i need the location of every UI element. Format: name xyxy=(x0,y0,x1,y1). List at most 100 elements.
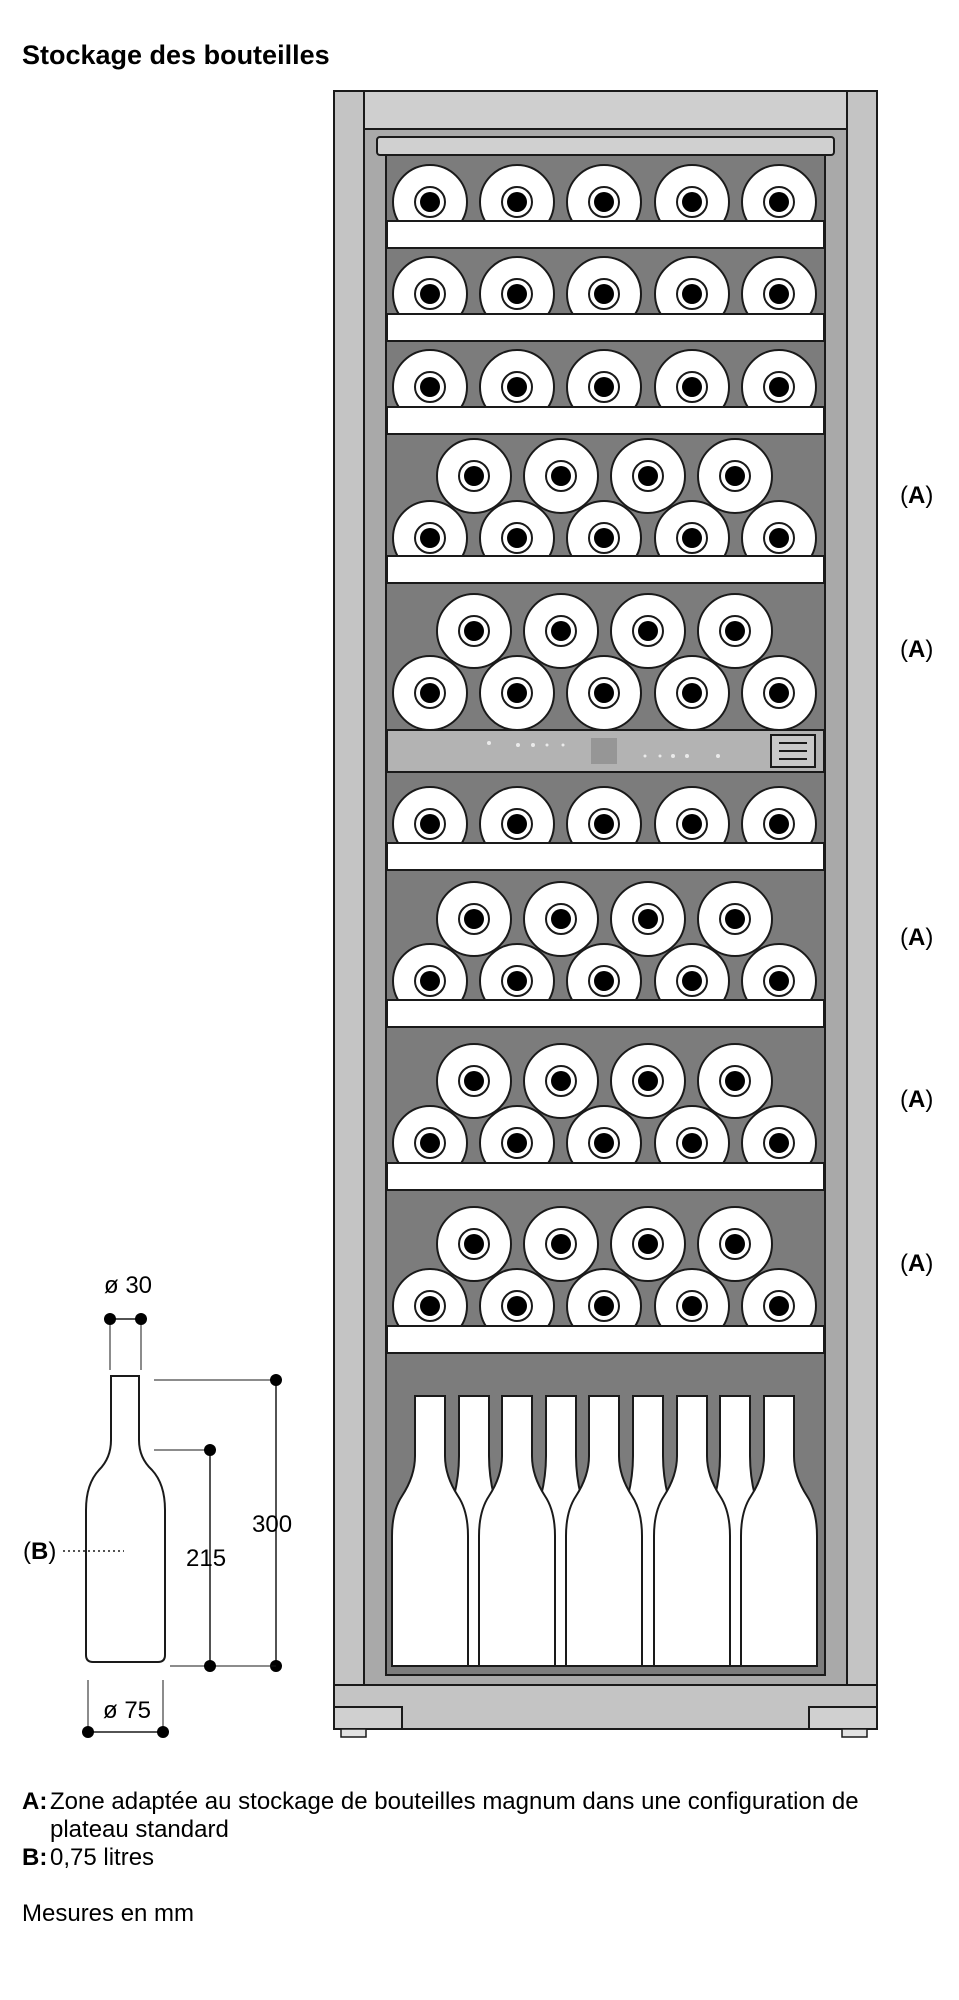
bottle-end xyxy=(479,1268,555,1344)
legend-item: A: Zone adaptée au stockage de bouteille… xyxy=(22,1788,942,1844)
bottle-end xyxy=(741,1268,817,1344)
bottle-end xyxy=(479,256,555,332)
panel-indicator-dot xyxy=(545,743,549,747)
shelf xyxy=(386,313,825,342)
bottle-end xyxy=(697,1043,773,1119)
bottle-end xyxy=(654,349,730,425)
zone-label-key: A xyxy=(908,924,926,951)
bottle-dimension-drawing: ø 30 300 215 ø 75 (B) xyxy=(23,1272,292,1738)
bottle-end xyxy=(654,1105,730,1181)
bottle-end xyxy=(523,881,599,957)
legend-key: A: xyxy=(22,1788,48,1815)
cabinet-bottom-right-block xyxy=(808,1706,878,1730)
shelves-layer xyxy=(386,220,825,1354)
panel-indicator-dot xyxy=(671,754,675,758)
zone-label-key: A xyxy=(908,482,926,509)
cabinet-bottom-base xyxy=(333,1684,878,1730)
unit-note: Mesures en mm xyxy=(22,1900,195,1927)
zone-label-a: (A) xyxy=(900,924,934,951)
bottle-end xyxy=(436,438,512,514)
legend-text: Zone adaptée au stockage de bouteilles m… xyxy=(50,1788,859,1843)
standing-bottle xyxy=(740,1395,818,1667)
dimension-dot xyxy=(104,1313,116,1325)
shelf xyxy=(386,555,825,584)
zone-label-key: A xyxy=(908,636,926,663)
panel-indicator-dot xyxy=(561,743,565,747)
shelf xyxy=(386,406,825,435)
panel-indicator-dot xyxy=(658,754,662,758)
cabinet-bottom-left-block xyxy=(333,1706,403,1730)
bottle-end xyxy=(392,1105,468,1181)
legend: A: Zone adaptée au stockage de bouteille… xyxy=(22,1788,942,1872)
dimension-dot xyxy=(204,1444,216,1456)
panel-indicator-dot xyxy=(716,754,720,758)
zone-label-a: (A) xyxy=(900,1086,934,1113)
legend-text: 0,75 litres xyxy=(50,1844,155,1871)
bottle-end xyxy=(436,593,512,669)
bottle-end xyxy=(610,1206,686,1282)
bottle-end xyxy=(479,1105,555,1181)
panel-indicator-dot xyxy=(685,754,689,758)
cabinet-foot-left xyxy=(340,1728,367,1738)
bottle-end xyxy=(610,881,686,957)
panel-display xyxy=(591,738,617,764)
standing-bottle xyxy=(653,1395,731,1667)
zone-label-key: A xyxy=(908,1250,926,1277)
control-panel xyxy=(386,729,825,773)
legend-key: B: xyxy=(22,1844,48,1871)
bottle-end xyxy=(566,256,642,332)
bottle-end xyxy=(392,655,468,731)
standing-bottle xyxy=(565,1395,643,1667)
legend-item: B: 0,75 litres xyxy=(22,1844,942,1872)
bottle-end xyxy=(392,256,468,332)
bottle-end xyxy=(523,1043,599,1119)
bottle-end xyxy=(479,349,555,425)
shelf xyxy=(386,220,825,249)
zone-label-a: (A) xyxy=(900,482,934,509)
bottle-end xyxy=(523,438,599,514)
bottle-end xyxy=(523,593,599,669)
zone-label-a: (A) xyxy=(900,1250,934,1277)
bottle-end xyxy=(436,1206,512,1282)
bottle-end xyxy=(566,1105,642,1181)
zone-label-a: (A) xyxy=(900,636,934,663)
shelf xyxy=(386,1325,825,1354)
bottle-end xyxy=(610,1043,686,1119)
bottle-marker-key: B xyxy=(31,1538,48,1565)
cabinet-foot-right xyxy=(841,1728,868,1738)
bottle-end xyxy=(697,1206,773,1282)
dimension-dot xyxy=(157,1726,169,1738)
standing-bottle xyxy=(478,1395,556,1667)
cabinet-top-light xyxy=(376,136,835,156)
shelf xyxy=(386,999,825,1028)
bottle-end xyxy=(697,438,773,514)
bottle-end xyxy=(479,655,555,731)
bottle-end xyxy=(697,881,773,957)
shelf xyxy=(386,1162,825,1191)
bottle-end xyxy=(610,593,686,669)
bottle-end xyxy=(392,1268,468,1344)
bottle-end xyxy=(741,655,817,731)
bottle-end xyxy=(523,1206,599,1282)
dimension-dot xyxy=(135,1313,147,1325)
shelf xyxy=(386,842,825,871)
panel-indicator-dot xyxy=(516,743,520,747)
panel-indicator-dot xyxy=(643,754,647,758)
bottle-outline xyxy=(85,1375,166,1663)
base-diameter-label: ø 75 xyxy=(103,1697,151,1724)
bottle-end xyxy=(741,349,817,425)
bottle-marker-label: (B) xyxy=(23,1538,56,1565)
cabinet-left-rail xyxy=(333,90,365,1730)
bottle-end xyxy=(654,1268,730,1344)
bottle-end xyxy=(392,349,468,425)
panel-indicator-dot xyxy=(487,741,491,745)
bottle-end xyxy=(654,655,730,731)
bottle-end xyxy=(741,256,817,332)
bottles-layer xyxy=(391,164,818,1667)
bottle-end xyxy=(654,256,730,332)
neck-diameter-label: ø 30 xyxy=(104,1272,152,1299)
bottle-end xyxy=(436,1043,512,1119)
cabinet-top-bar xyxy=(363,90,848,130)
dimension-dot xyxy=(82,1726,94,1738)
